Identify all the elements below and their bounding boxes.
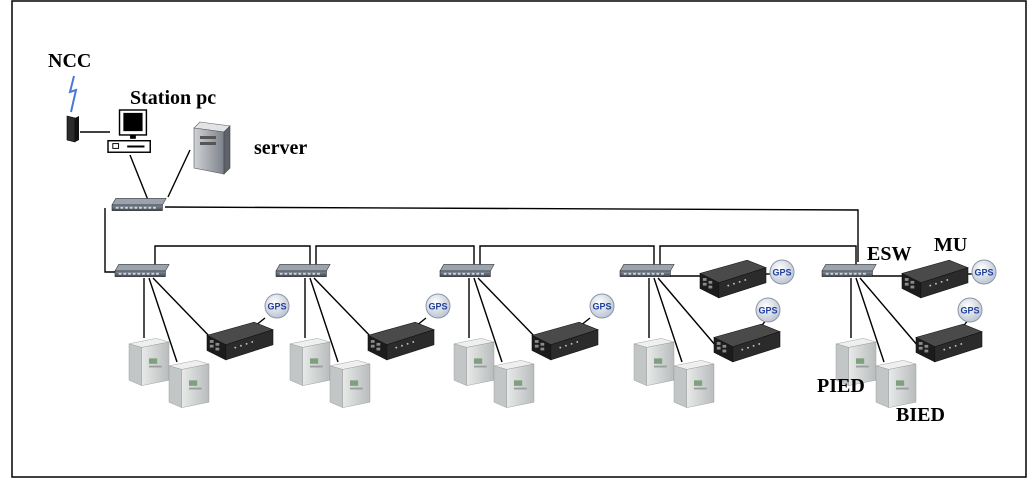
bay2-gps-icon: GPS	[425, 293, 451, 319]
gps-label: GPS	[592, 302, 611, 312]
link-bay1-bied	[148, 277, 178, 363]
bay4-merging-unit-top	[699, 259, 767, 299]
link-top-to-bay5	[164, 206, 859, 262]
link-ring-2	[315, 245, 475, 265]
gps-label: GPS	[267, 302, 286, 312]
link-ring-1	[154, 245, 311, 265]
diagram-frame	[11, 0, 1027, 478]
link-bay1-mu	[152, 277, 214, 341]
gps-label: GPS	[960, 306, 979, 316]
link-bay2-bied	[309, 277, 339, 363]
gps-label: GPS	[758, 306, 777, 316]
bay5-merging-unit-top	[901, 259, 969, 299]
bay1-pied-cabinet	[128, 337, 170, 387]
link-pc-to-switch	[129, 154, 149, 201]
bay2-ethernet-switch	[275, 263, 331, 278]
label-ncc: NCC	[48, 50, 91, 72]
bay3-ethernet-switch	[439, 263, 495, 278]
bay5-gps-icon-top: GPS	[971, 259, 997, 285]
bay1-merging-unit	[206, 321, 274, 361]
bay3-merging-unit	[531, 321, 599, 361]
ncc-modem-icon	[66, 115, 80, 143]
link-bay2-mu	[313, 277, 375, 341]
bay2-pied-cabinet	[289, 337, 331, 387]
bay1-gps-icon: GPS	[264, 293, 290, 319]
bay3-bied-cabinet	[493, 359, 535, 409]
label-esw: ESW	[867, 243, 911, 265]
link-top-to-bay1	[104, 208, 118, 273]
link-bay3-bied	[473, 277, 503, 363]
label-mu: MU	[934, 234, 967, 256]
bay4-gps-icon-top: GPS	[769, 259, 795, 285]
label-server: server	[254, 137, 307, 159]
bay4-gps-icon-bottom: GPS	[755, 297, 781, 323]
bay4-merging-unit-bottom	[713, 323, 781, 363]
core-ethernet-switch	[111, 197, 167, 212]
bay1-ethernet-switch	[114, 263, 170, 278]
link-bay3-mu	[477, 277, 539, 341]
bay5-merging-unit-bottom	[915, 323, 983, 363]
devices: GPS GPS GPS GPS GPS GPS GPS	[66, 75, 997, 409]
link-bay4-mu-bottom	[657, 277, 717, 347]
wireless-link-icon	[68, 75, 78, 113]
label-pied: PIED	[817, 375, 865, 397]
bay4-pied-cabinet	[633, 337, 675, 387]
bay4-ethernet-switch	[619, 263, 675, 278]
link-server-to-switch	[167, 149, 191, 198]
label-bied: BIED	[896, 404, 945, 426]
bay1-bied-cabinet	[168, 359, 210, 409]
link-ring-3	[479, 245, 655, 265]
network-links	[80, 131, 974, 363]
gps-label: GPS	[772, 268, 791, 278]
bay2-merging-unit	[367, 321, 435, 361]
link-bay5-mu-bottom	[859, 277, 919, 347]
station-pc-icon	[107, 109, 152, 154]
bay5-gps-icon-bottom: GPS	[957, 297, 983, 323]
gps-label: GPS	[974, 268, 993, 278]
server-icon	[193, 121, 231, 175]
link-ring-4	[659, 245, 857, 265]
label-station-pc: Station pc	[130, 87, 216, 109]
bay3-pied-cabinet	[453, 337, 495, 387]
bay3-gps-icon: GPS	[589, 293, 615, 319]
bay2-bied-cabinet	[329, 359, 371, 409]
bay5-bied-cabinet	[875, 359, 917, 409]
gps-label: GPS	[428, 302, 447, 312]
bay5-ethernet-switch	[821, 263, 877, 278]
link-bay5-bied	[855, 277, 885, 363]
bay4-bied-cabinet	[673, 359, 715, 409]
link-bay4-bied	[653, 277, 683, 363]
